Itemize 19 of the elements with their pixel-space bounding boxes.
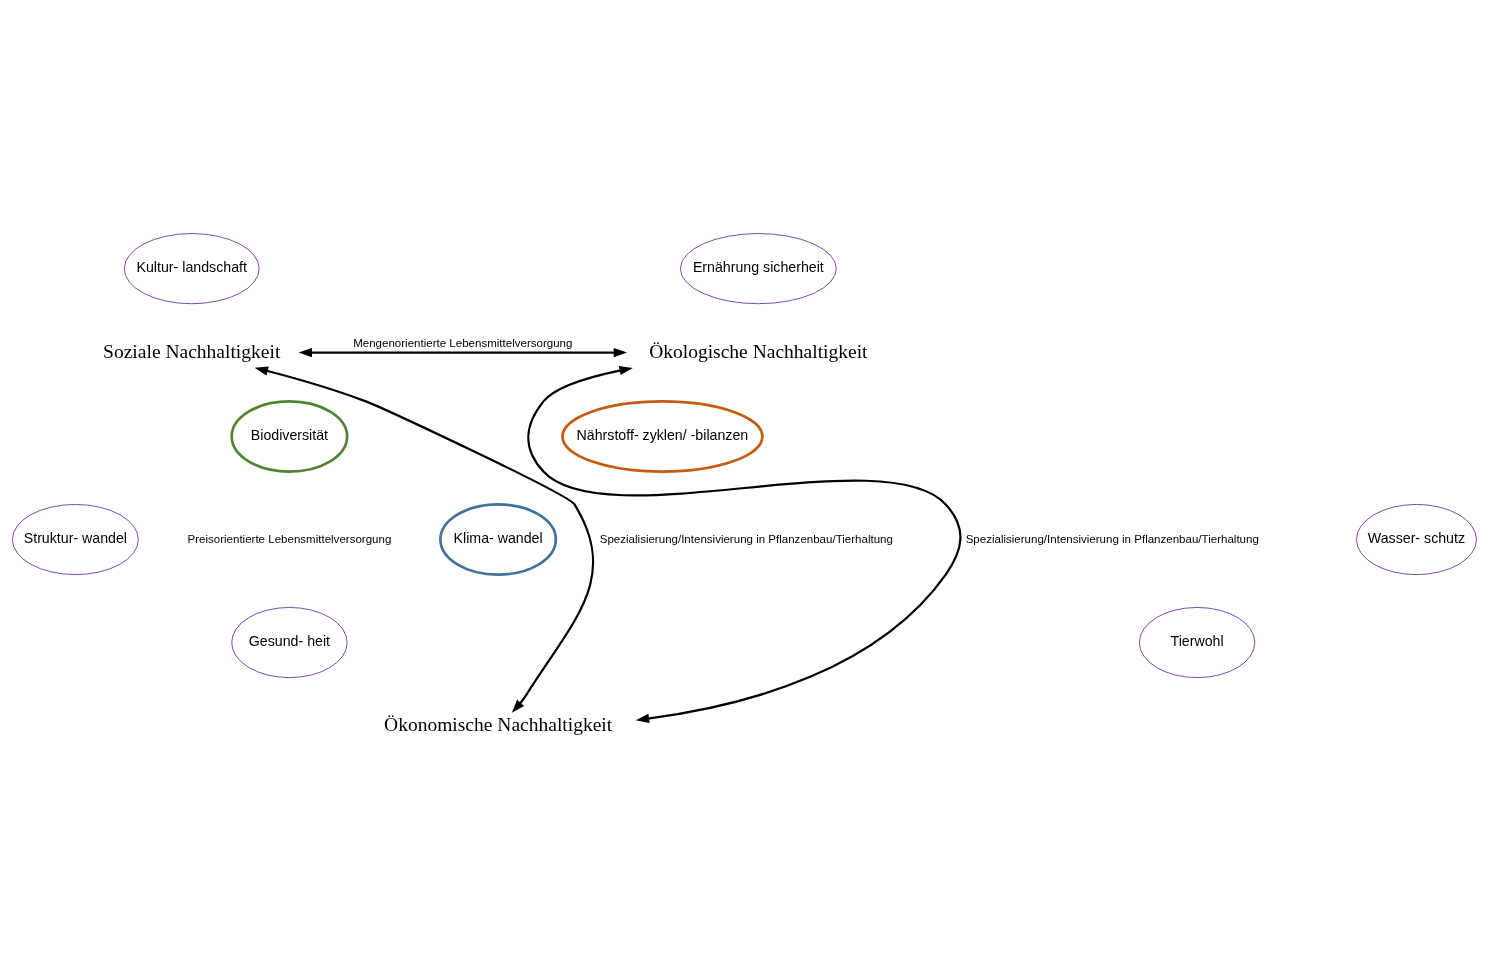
edge-label: Mengenorientierte Lebensmittelversorgung — [353, 336, 573, 349]
label: Preisorientierte Lebensmittelversorgung — [187, 532, 392, 545]
edge-label: Spezialisierung/Intensivierung in Pflanzenbau/Tierhaltung — [599, 532, 893, 545]
node-ellipse: Biodiversität — [230, 399, 349, 473]
node-text: Ökonomische Nachhaltigkeit — [384, 713, 613, 735]
node-text: Ökologische Nachhaltigkeit — [649, 340, 868, 362]
node-ellipse: Tierwohl — [1138, 606, 1256, 678]
node-ellipse: Nährstoff- zyklen/ -bilanzen — [561, 399, 764, 473]
arrow — [254, 366, 594, 713]
node-ellipse: Wasser- schutz — [1356, 503, 1477, 575]
node-text: Soziale Nachhaltigkeit — [103, 340, 281, 362]
node-ellipse: Ernährung sicherheit — [679, 232, 837, 304]
arrow — [298, 347, 627, 357]
node-ellipse: Kultur- landschaft — [123, 232, 260, 304]
arrow — [527, 365, 962, 723]
node-ellipse: Gesund- heit — [231, 606, 348, 678]
edge-label: Spezialisierung/Intensivierung in Pflanzenbau/Tierhaltung — [965, 532, 1259, 545]
node-ellipse: Struktur- wandel — [11, 503, 139, 575]
node-ellipse: Klima- wandel — [439, 502, 558, 576]
